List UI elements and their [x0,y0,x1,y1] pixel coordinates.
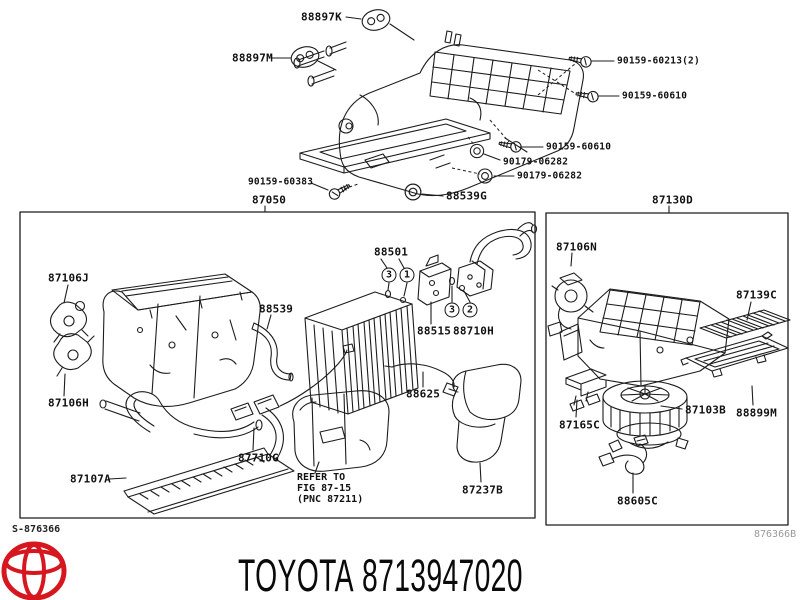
callout-number-1: 3 [381,267,397,283]
assembly-box-right [545,212,789,526]
part-label-90159-60610-a: 90159-60610 [622,90,688,102]
part-label-87107A: 87107A [70,472,111,486]
hvac-case-drawing [102,273,261,407]
part-label-87050: 87050 [252,193,287,207]
assembly-box-left [19,211,536,519]
leader-lines [63,16,754,494]
part-label-87106N: 87106N [556,240,597,254]
part-label-87106H: 87106H [48,396,89,410]
blower-case-drawing [547,288,730,387]
pipe-assembly-88710H-drawing [456,222,538,297]
part-label-88710H: 88710H [453,324,494,338]
part-label-88515: 88515 [417,324,452,338]
part-label-88605C: 88605C [617,494,658,508]
servo-motor-87106N-drawing [551,272,594,330]
part-label-88501: 88501 [374,245,409,259]
hose-88539-drawing [251,322,294,382]
wire-harness-88605C-drawing [598,434,649,475]
part-label-90159-60383: 90159-60383 [248,176,314,188]
o-ring-icons [384,276,466,304]
part-label-88897M: 88897M [232,51,273,65]
wiring-87710G-drawing [230,343,355,421]
callout-number-2: 1 [399,267,415,283]
blower-resistor-87165C-drawing [565,368,607,412]
doc-code-right: 876366B [754,529,797,540]
part-label-88539G: 88539G [446,189,487,203]
part-label-90159-60213-2: 90159-60213(2) [617,55,700,67]
thermistor-88625-drawing [384,363,459,397]
filter-case-88899M-drawing [680,331,789,378]
heater-core-drawing [99,391,295,515]
part-label-90179-06282-b: 90179-06282 [517,170,583,182]
mode-housing-drawing [292,390,390,472]
duct-87237B-drawing [451,363,522,463]
evaporator-drawing [304,291,419,415]
part-label-90159-60610-b: 90159-60610 [546,141,612,153]
servo-motor-87106J-drawing [49,300,89,343]
heater-unit-assembly-drawing [293,23,584,197]
part-label-88539: 88539 [259,302,294,316]
cabin-filter-87139C-drawing [699,309,791,339]
part-label-87130D: 87130D [652,193,693,207]
expansion-valve-88515-drawing [417,254,452,306]
part-label-90179-06282-a: 90179-06282 [503,156,569,168]
alignment-dashed-lines [343,62,577,190]
doc-code-left: S-876366 [12,524,61,535]
callout-number-4: 2 [462,302,478,318]
blower-motor-87103B-drawing [602,380,689,453]
part-label-87237B: 87237B [462,483,503,497]
toyota-logo [1,541,67,600]
part-label-87710G: 87710G [238,451,279,465]
callout-number-3: 3 [444,302,460,318]
part-label-refer-note: REFER TO FIG 87-15 (PNC 87211) [297,472,364,505]
part-number-text: 8713947020 [362,550,523,600]
footer-title: TOYOTA 8713947020 [238,550,523,600]
part-label-88897K: 88897K [301,10,342,24]
part-label-87165C: 87165C [559,418,600,432]
part-label-88899M: 88899M [736,406,777,420]
brand-text: TOYOTA [238,550,354,600]
part-label-87103B: 87103B [685,403,726,417]
servo-motor-87106H-drawing [53,333,95,377]
part-label-87106J: 87106J [48,271,89,285]
part-label-87139C: 87139C [736,288,777,302]
part-label-88625: 88625 [406,387,441,401]
